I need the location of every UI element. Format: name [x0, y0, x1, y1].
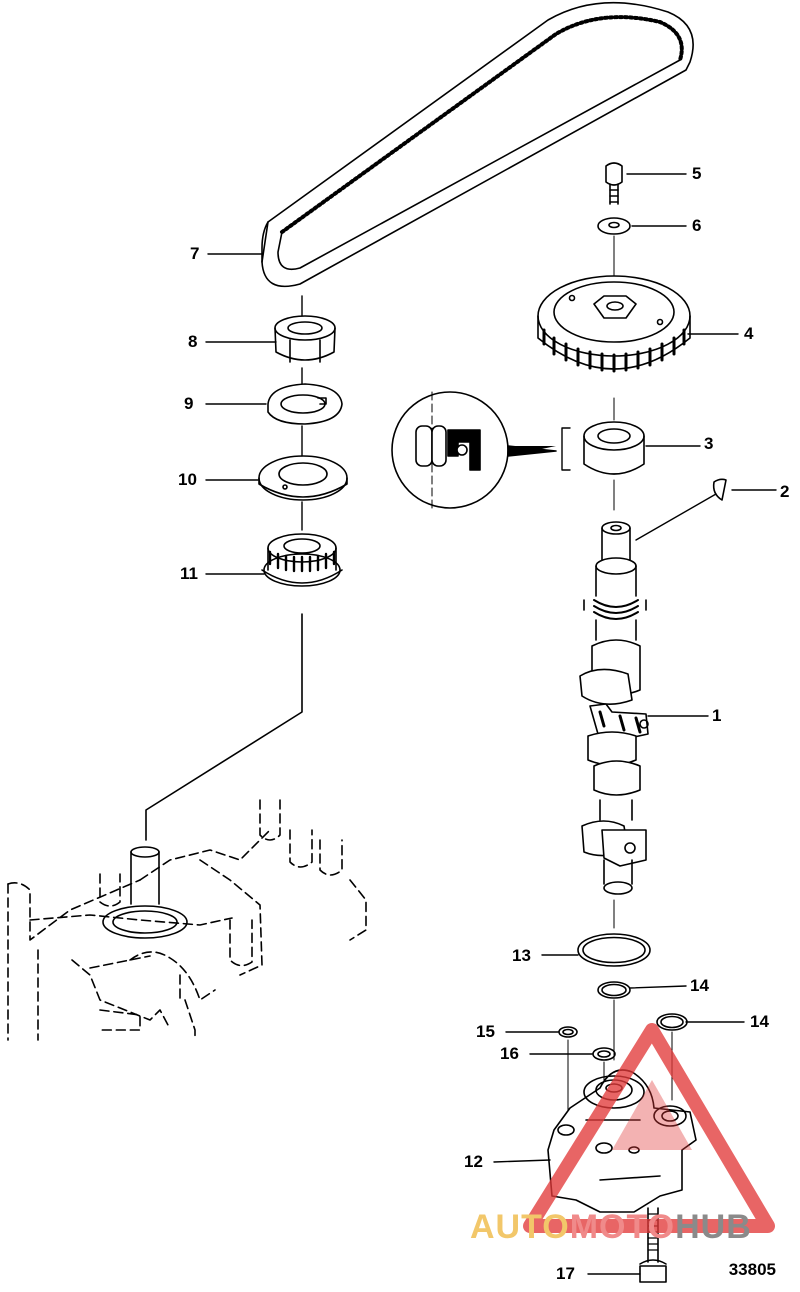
callout-1: 1 — [712, 706, 722, 725]
crank-sprocket-part — [261, 533, 343, 587]
o-ring-large-part — [577, 933, 651, 967]
small-washer-part — [597, 217, 631, 235]
callout-7: 7 — [190, 244, 200, 263]
woodruff-key-part — [712, 478, 727, 501]
callout-16: 16 — [500, 1044, 519, 1063]
callout-10: 10 — [178, 470, 197, 489]
cam-pulley-part — [537, 275, 691, 373]
leader-lines — [205, 173, 777, 1275]
o-ring-small-part — [597, 981, 631, 999]
callout-4: 4 — [744, 324, 754, 343]
callout-6: 6 — [692, 216, 702, 235]
watermark-text-hub: HUB — [675, 1208, 752, 1246]
seal-ring-16-part — [592, 1047, 616, 1061]
seal-ring-15-part — [558, 1026, 578, 1038]
oil-pump-housing-part — [547, 1069, 697, 1213]
engine-block-outline — [7, 799, 367, 1041]
callout-15: 15 — [476, 1022, 495, 1041]
timing-belt — [261, 1, 694, 288]
watermark-logo-text: AUTOMOTOHUB — [470, 1208, 752, 1247]
watermark-text-moto: MOTO — [569, 1208, 676, 1246]
watermark-text-auto: AUTO — [470, 1208, 570, 1246]
seal-detail-inset — [391, 391, 557, 509]
crankshaft-stub — [102, 846, 188, 939]
callout-9: 9 — [184, 394, 194, 413]
callout-14-upper: 14 — [690, 976, 709, 995]
o-ring-small-part-right — [656, 1013, 688, 1031]
oil-seal-part — [583, 421, 645, 475]
sprocket-to-crank-line — [145, 613, 303, 841]
washer-part — [258, 455, 348, 501]
callout-8: 8 — [188, 332, 198, 351]
callout-5: 5 — [692, 164, 702, 183]
callout-12: 12 — [464, 1152, 483, 1171]
callout-14-lower: 14 — [750, 1012, 769, 1031]
bolt-part — [605, 162, 623, 205]
lock-washer-part — [267, 383, 343, 425]
camshaft-part — [579, 521, 649, 895]
callout-17: 17 — [556, 1264, 575, 1283]
nut-part — [274, 315, 336, 363]
callout-2: 2 — [780, 482, 790, 501]
callout-3: 3 — [704, 434, 714, 453]
callout-13: 13 — [512, 946, 531, 965]
callout-11: 11 — [180, 564, 198, 583]
watermark-triangle-icon — [523, 1023, 775, 1233]
figure-reference-number: 33805 — [728, 1260, 776, 1279]
